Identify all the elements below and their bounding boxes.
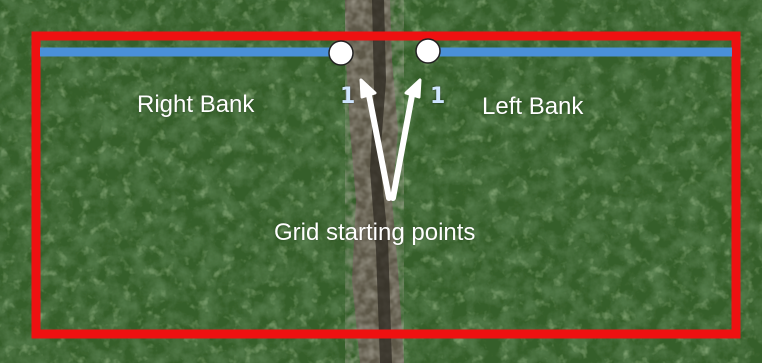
arrow-up-icon	[359, 78, 422, 201]
stream-channel	[345, 0, 404, 363]
left-bank-point-marker[interactable]	[415, 38, 441, 64]
grid-starting-points-label: Grid starting points	[274, 219, 476, 246]
right-bank-label: Right Bank	[137, 91, 255, 118]
left-point-number: 1	[430, 84, 446, 109]
right-bank-point-marker[interactable]	[328, 40, 354, 66]
right-point-number: 1	[340, 84, 356, 109]
study-area-boundary	[31, 31, 741, 339]
left-bank-label: Left Bank	[482, 93, 584, 120]
